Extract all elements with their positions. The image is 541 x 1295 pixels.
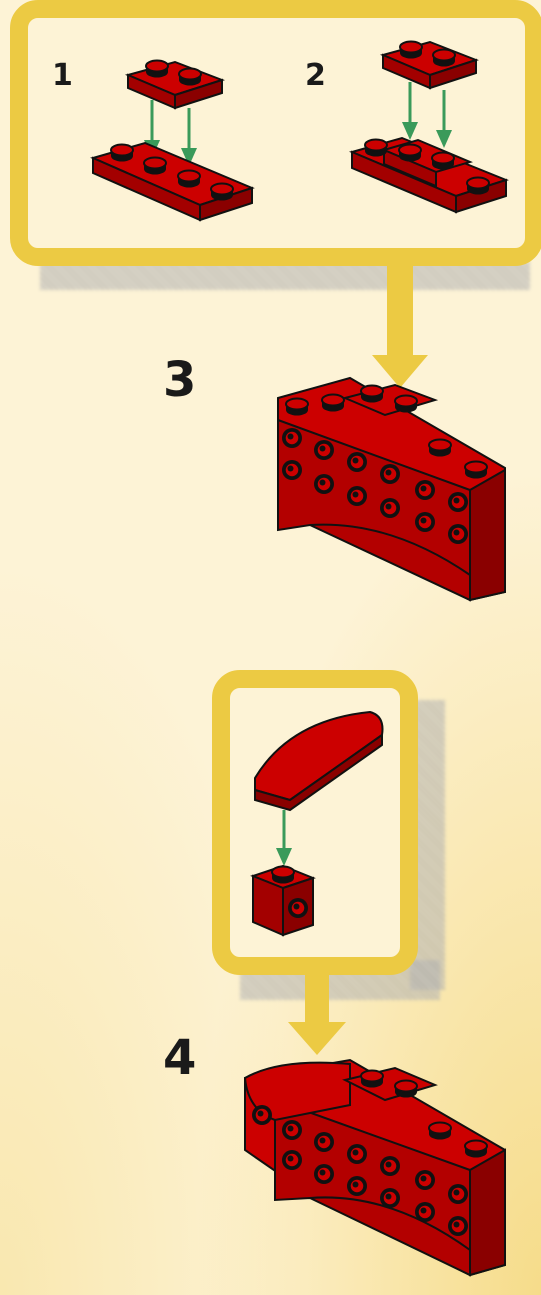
plate-stack-icon (348, 136, 509, 214)
substep-panel-4 (212, 670, 418, 975)
green-arrow-down-icon (276, 810, 292, 866)
step-number-2: 2 (305, 58, 326, 93)
yellow-arrow-down-icon (372, 262, 428, 388)
yellow-arrow-down-icon (288, 968, 346, 1055)
step-number-3: 3 (163, 352, 197, 408)
panel-shadow (40, 262, 530, 290)
step-number-4: 4 (163, 1030, 197, 1086)
curved-slope-icon (254, 710, 384, 812)
arch-assembly-icon (277, 376, 506, 602)
step-number-1: 1 (52, 58, 73, 93)
final-assembly-icon (243, 1058, 506, 1277)
substep-panel-1-2 (10, 0, 541, 266)
green-arrow-down-icon (402, 82, 452, 148)
plate-1x4-icon (90, 141, 255, 222)
plate-1x2-icon (379, 40, 479, 90)
plate-1x2-icon (124, 59, 226, 110)
brick-1x1-icon (250, 864, 316, 937)
